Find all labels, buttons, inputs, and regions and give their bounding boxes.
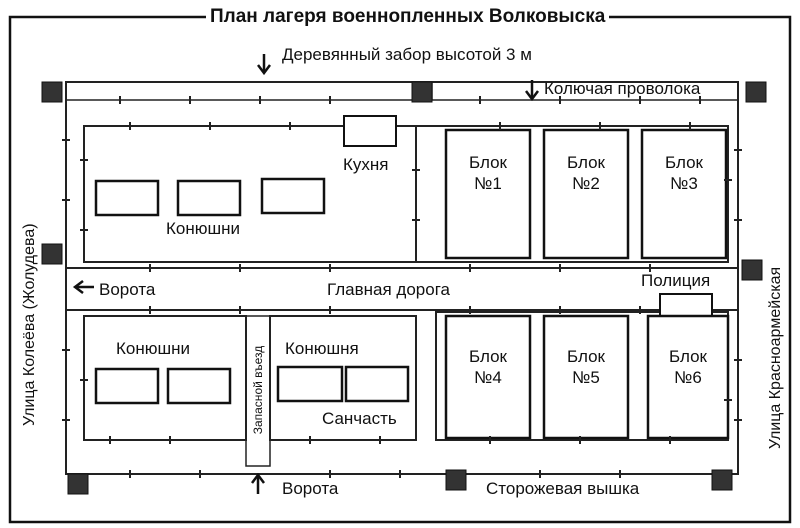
arrow-down-icon: [257, 54, 271, 76]
block-3-building: [640, 128, 728, 260]
stables-top-label: Конюшни: [166, 219, 241, 238]
barbed-wire-perimeter: [65, 81, 739, 475]
arrow-left-icon: [72, 280, 94, 294]
watchtower-icon: [445, 469, 467, 491]
stables-bottom-label: Конюшни: [116, 339, 191, 358]
stable-building: [276, 365, 344, 403]
medical-label: Санчасть: [322, 409, 397, 428]
bottom-left-compound: [83, 315, 247, 441]
barbed-wire-label: Колючая проволока: [544, 79, 701, 98]
street-left-label: Улица Колеёва (Жолудева): [21, 223, 38, 426]
police-building: [659, 293, 713, 317]
block-1-label: Блок №1: [469, 153, 507, 193]
kitchen-building: [343, 115, 397, 147]
watchtower-icon: [745, 81, 767, 103]
medical-compound: [269, 315, 417, 441]
gate-bottom-label: Ворота: [282, 479, 339, 498]
block-6-label: Блок №6: [669, 347, 707, 387]
arrow-up-icon: [251, 472, 265, 494]
gate-left-label: Ворота: [99, 280, 156, 299]
watchtower-icon: [41, 243, 63, 265]
main-road-label: Главная дорога: [327, 280, 450, 299]
block-5-building: [542, 314, 630, 440]
block-4-label: Блок №4: [469, 347, 507, 387]
street-right-label: Улица Красноармейская: [767, 266, 784, 450]
watchtower-label: Сторожевая вышка: [486, 479, 640, 498]
top-right-compound: [415, 125, 729, 263]
block-2-building: [542, 128, 630, 260]
plan-title: План лагеря военнопленных Волковыска: [206, 7, 610, 26]
stable-building: [260, 177, 326, 215]
watchtower-icon: [711, 469, 733, 491]
block-4-building: [444, 314, 532, 440]
watchtower-icon: [67, 473, 89, 495]
kitchen-label: Кухня: [343, 155, 389, 174]
stable-building: [166, 367, 232, 405]
watchtower-icon: [41, 81, 63, 103]
barbed-wire-ticks: [62, 96, 742, 478]
block-6-building: [646, 314, 730, 440]
stable-single-label: Конюшня: [285, 339, 359, 358]
watchtower-icon: [741, 259, 763, 281]
stable-building: [176, 179, 242, 217]
block-1-building: [444, 128, 532, 260]
police-label: Полиция: [641, 271, 711, 290]
fence-label: Деревянный забор высотой 3 м: [282, 45, 532, 64]
block-3-label: Блок №3: [665, 153, 703, 193]
arrow-down-icon: [525, 80, 539, 102]
stable-building: [94, 179, 160, 217]
block-2-label: Блок №2: [567, 153, 605, 193]
service-entry-label: Запасной въезд: [251, 345, 265, 435]
stable-building: [344, 365, 410, 403]
watchtower-icon: [411, 81, 433, 103]
block-5-label: Блок №5: [567, 347, 605, 387]
stable-building: [94, 367, 160, 405]
